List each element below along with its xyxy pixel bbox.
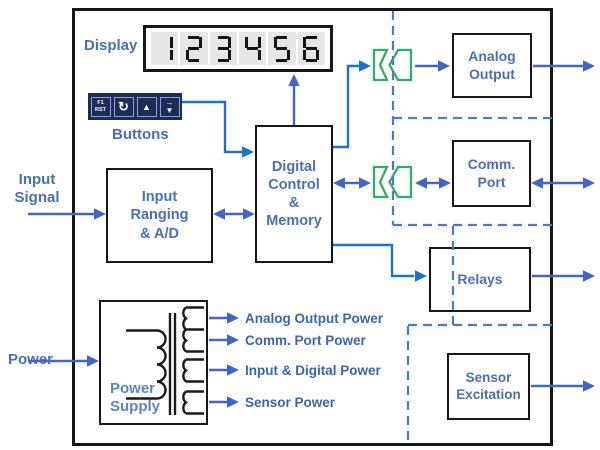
input-signal-label: Input Signal: [14, 171, 60, 206]
up-arrow-icon: ▲: [136, 96, 157, 117]
display-digit: [180, 32, 208, 65]
display-box: [143, 25, 333, 72]
display-digit: [238, 32, 267, 65]
digital-control-memory-block: Digital Control & Memory: [255, 125, 333, 263]
loop-arrow-icon: ↻: [113, 96, 134, 117]
sensor-excitation-block: Sensor Excitation: [447, 353, 530, 420]
input-ranging-adc-block: Input Ranging & A/D: [106, 168, 213, 263]
analog-output-power-label: Analog Output Power: [245, 310, 383, 326]
display-digit: [209, 32, 237, 65]
power-supply-block: Power Supply: [99, 300, 208, 425]
transformer-icon: [125, 305, 204, 415]
relays-block: Relays: [429, 247, 531, 312]
power-label: Power: [8, 351, 54, 368]
display-label: Display: [84, 37, 138, 54]
display-digit: [297, 32, 325, 65]
comm-port-block: Comm. Port: [452, 140, 531, 207]
comm-port-power-label: Comm. Port Power: [245, 332, 366, 348]
input-digital-power-label: Input & Digital Power: [245, 362, 381, 378]
front-panel-buttons: F1 RST ↻ ▲ → ▼: [88, 93, 182, 120]
display-digit: [151, 32, 179, 65]
sensor-power-label: Sensor Power: [245, 394, 336, 410]
display-digit: [268, 32, 296, 65]
display-digits: [151, 32, 325, 65]
buttons-label: Buttons: [112, 126, 169, 143]
f1-rst-button: F1 RST: [90, 96, 111, 117]
power-supply-label: Power Supply: [110, 380, 161, 415]
scroll-arrows-icon: → ▼: [159, 96, 180, 117]
analog-output-block: Analog Output: [452, 33, 532, 98]
